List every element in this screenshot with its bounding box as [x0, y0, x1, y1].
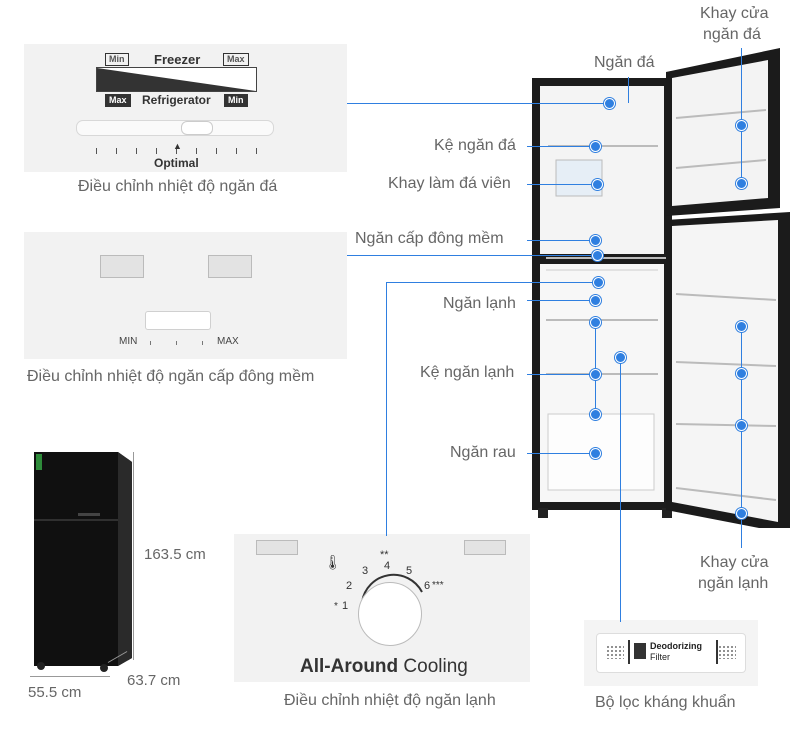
- dot-cooling-dial: [593, 277, 604, 288]
- filter-icon: [634, 643, 646, 659]
- dot-ngan-cap-dong: [590, 235, 601, 246]
- dot-khay-cua-ngan-lanh-3: [736, 420, 747, 431]
- soft-freeze-caption: Điều chỉnh nhiệt độ ngăn cấp đông mềm: [27, 368, 315, 385]
- leader-ngan-da: [628, 77, 629, 103]
- dot-khay-cua-ngan-da-2: [736, 178, 747, 189]
- height-dimension-line: [133, 452, 134, 660]
- depth-dimension: 63.7 cm: [127, 672, 181, 689]
- label-khay-cua-ngan-lanh-1: Khay cửa: [700, 554, 769, 571]
- open-fridge-illustration: [532, 48, 790, 528]
- cooling-dial-panel: 🌡 ** 1 * 2 3 4 5 6 *** All-Around Coolin…: [234, 534, 530, 682]
- label-ke-ngan-lanh: Kệ ngăn lạnh: [420, 364, 515, 381]
- optimal-label: Optimal: [154, 156, 199, 170]
- label-khay-lam-da: Khay làm đá viên: [388, 175, 511, 192]
- dial-vent-right: [464, 540, 506, 555]
- leader-khay-lam-da: [527, 184, 597, 185]
- temperature-wedge: [96, 67, 257, 92]
- label-ngan-rau: Ngăn rau: [450, 444, 516, 461]
- label-ngan-da: Ngăn đá: [594, 54, 655, 71]
- dot-khay-cua-ngan-lanh-1: [736, 321, 747, 332]
- leader-ngan-lanh: [527, 300, 595, 301]
- thermometer-icon: 🌡: [324, 554, 342, 570]
- dot-khay-cua-ngan-lanh-2: [736, 368, 747, 379]
- width-dimension-line: [30, 676, 110, 677]
- soft-freeze-ticks: [150, 341, 206, 345]
- freezer-control-panel: Min Freezer Max Max Refrigerator Min ▲ O…: [24, 44, 347, 172]
- vent-right: [208, 255, 252, 278]
- soft-freeze-min-label: MIN: [119, 336, 138, 347]
- dot-ke-ngan-lanh-3: [590, 409, 601, 420]
- cooling-dial-caption: Điều chỉnh nhiệt độ ngăn lạnh: [284, 692, 496, 709]
- filter-line2: Filter: [650, 652, 670, 662]
- leader-ngan-rau: [527, 453, 595, 454]
- soft-freeze-control-panel: MIN MAX: [24, 232, 347, 359]
- filter-dots-left: [606, 645, 624, 659]
- brand-bold: All-Around: [300, 656, 399, 677]
- dial-stars-top: **: [380, 549, 389, 561]
- dial-vent-left: [256, 540, 298, 555]
- freezer-label: Freezer: [154, 52, 201, 67]
- dial-number-6: 6: [424, 580, 431, 592]
- leader-cooling-dial-h: [386, 282, 598, 283]
- label-khay-cua-ngan-lanh-2: ngăn lạnh: [698, 575, 769, 592]
- dot-soft-freeze-control: [592, 250, 603, 261]
- dot-filter: [615, 352, 626, 363]
- leader-ke-ngan-lanh-v: [595, 322, 596, 414]
- dial-number-1: 1: [342, 600, 349, 612]
- freezer-slider-knob[interactable]: [181, 121, 213, 135]
- dial-number-4: 4: [384, 560, 391, 572]
- brand-text: All-Around Cooling: [300, 656, 468, 678]
- filter-caption: Bộ lọc kháng khuẩn: [595, 694, 736, 711]
- min-top-tag: Min: [105, 53, 129, 66]
- brand-rest: Cooling: [398, 656, 468, 677]
- dot-khay-cua-ngan-da-1: [736, 120, 747, 131]
- filter-label-box: Deodorizing Filter: [628, 640, 718, 664]
- leader-khay-cua-ngan-da: [741, 48, 742, 184]
- leader-cooling-dial-v: [386, 282, 387, 536]
- dot-khay-lam-da: [592, 179, 603, 190]
- fridge-front-illustration: [34, 452, 132, 672]
- filter-dots-right: [718, 645, 736, 659]
- label-khay-cua-ngan-da-2: ngăn đá: [703, 26, 761, 43]
- label-ngan-cap-dong: Ngăn cấp đông mềm: [355, 230, 504, 247]
- leader-ke-ngan-lanh-h: [527, 374, 595, 375]
- leader-ke-ngan-da: [527, 146, 595, 147]
- dot-khay-cua-ngan-lanh-4: [736, 508, 747, 519]
- max-bottom-tag: Max: [105, 94, 131, 107]
- cooling-dial-knob[interactable]: [358, 582, 422, 646]
- filter-panel: Deodorizing Filter: [584, 620, 758, 686]
- dial-star-left: *: [334, 601, 338, 612]
- leader-ngan-cap-dong: [527, 240, 595, 241]
- refrigerator-label: Refrigerator: [142, 93, 211, 107]
- soft-freeze-max-label: MAX: [217, 336, 239, 347]
- dot-ke-ngan-lanh-1: [590, 317, 601, 328]
- leader-soft-freeze-control: [347, 255, 597, 256]
- dial-number-5: 5: [406, 565, 413, 577]
- dot-freezer-control: [604, 98, 615, 109]
- filter-line1: Deodorizing: [650, 641, 702, 651]
- dot-ke-ngan-lanh-2: [590, 369, 601, 380]
- leader-khay-cua-ngan-lanh: [741, 326, 742, 548]
- max-top-tag: Max: [223, 53, 249, 66]
- vent-left: [100, 255, 144, 278]
- min-bottom-tag: Min: [224, 94, 248, 107]
- dot-ke-ngan-da: [590, 141, 601, 152]
- dial-number-3: 3: [362, 565, 369, 577]
- label-ngan-lanh: Ngăn lạnh: [443, 295, 516, 312]
- soft-freeze-slider[interactable]: [145, 311, 211, 330]
- optimal-arrow-icon: ▲: [173, 141, 182, 151]
- dial-stars-right: ***: [432, 580, 444, 591]
- freezer-control-caption: Điều chỉnh nhiệt độ ngăn đá: [78, 178, 278, 195]
- label-khay-cua-ngan-da-1: Khay cửa: [700, 5, 769, 22]
- dot-ngan-lanh: [590, 295, 601, 306]
- leader-freezer-control: [347, 103, 610, 104]
- freezer-scale-ticks: [96, 148, 261, 154]
- dial-number-2: 2: [346, 580, 353, 592]
- label-ke-ngan-da: Kệ ngăn đá: [434, 137, 516, 154]
- width-dimension: 55.5 cm: [28, 684, 82, 701]
- freezer-slider-track: [76, 120, 274, 136]
- leader-filter: [620, 356, 621, 622]
- height-dimension: 163.5 cm: [144, 546, 206, 563]
- dot-ngan-rau: [590, 448, 601, 459]
